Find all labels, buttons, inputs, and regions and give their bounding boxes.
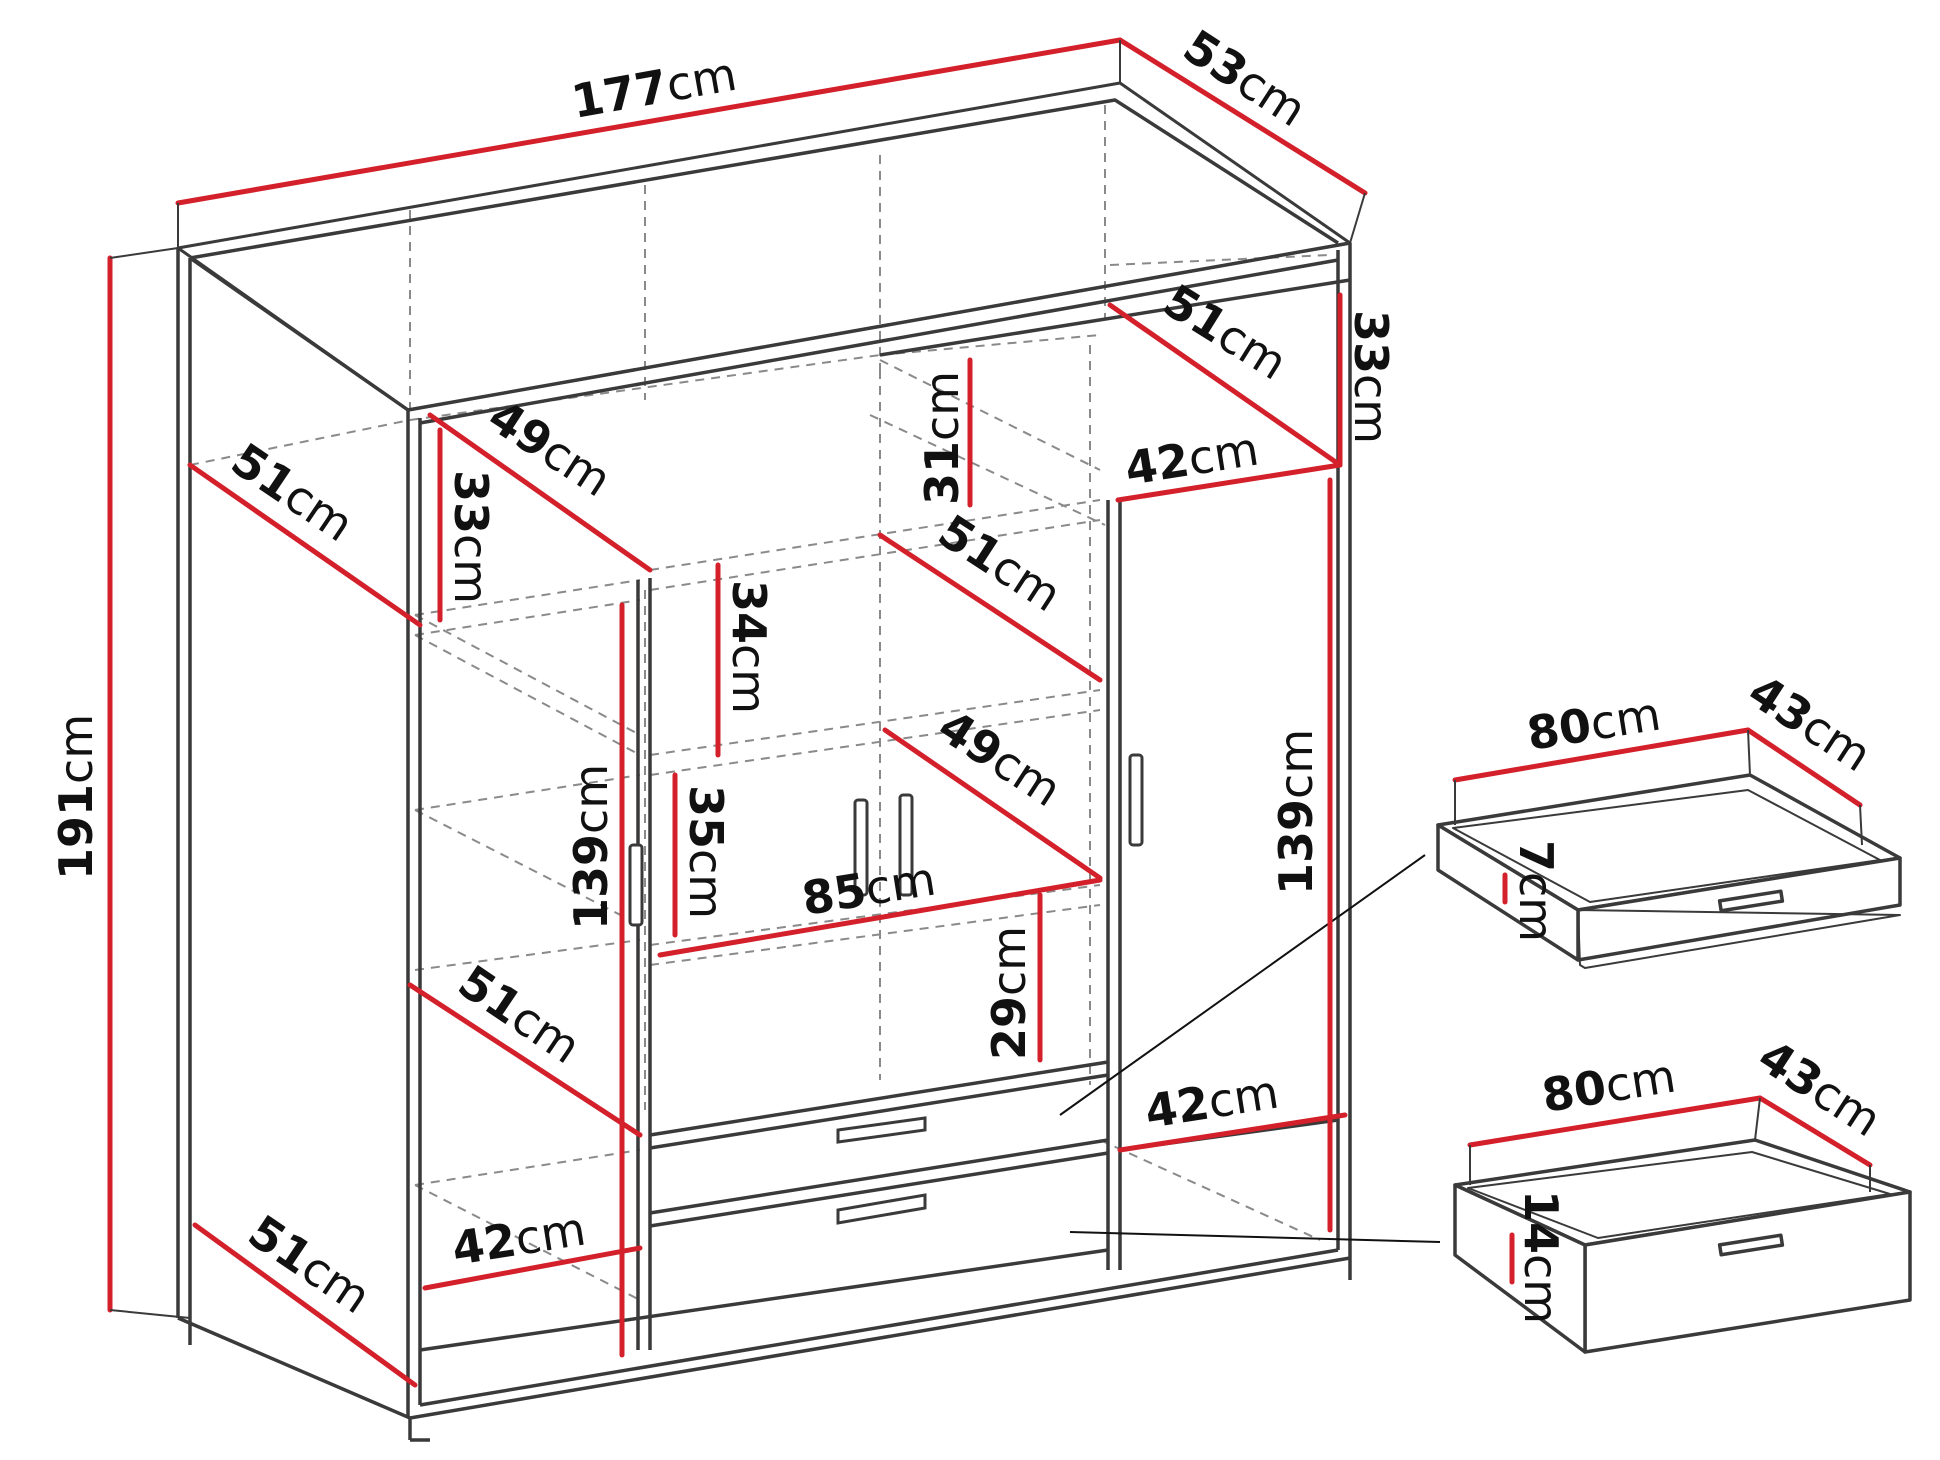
label-center-upper-height: 34cm — [722, 580, 776, 714]
label-right-bottom-width: 42cm — [1141, 1065, 1282, 1139]
label-overall-height: 191cm — [49, 714, 103, 880]
drawer-detail-bottom — [1453, 1138, 1912, 1354]
label-drawer2-height: 14cm — [1514, 1190, 1568, 1324]
dimension-extension-lines — [109, 40, 1871, 1319]
dimension-lines — [107, 37, 1873, 1388]
label-center-width: 85cm — [798, 852, 939, 926]
label-drawer1-depth: 43cm — [1739, 664, 1881, 782]
drawer-leader-lines — [1059, 854, 1441, 1243]
label-right-top-width: 42cm — [1121, 422, 1262, 496]
cabinet-handles — [628, 753, 1144, 1225]
label-left-mid-height: 139cm — [564, 764, 618, 930]
label-drawer2-width: 80cm — [1538, 1049, 1679, 1123]
interior-dashed-lines — [189, 105, 1331, 1301]
label-left-top-height: 33cm — [444, 470, 498, 604]
label-left-top-shelf-depth: 49cm — [479, 389, 621, 507]
label-right-height: 139cm — [1269, 729, 1323, 895]
label-left-bottom-width: 42cm — [448, 1202, 589, 1276]
wardrobe-outline — [176, 81, 1352, 1442]
label-drawer2-depth: 43cm — [1749, 1029, 1891, 1147]
label-drawer1-width: 80cm — [1523, 687, 1664, 761]
label-center-shelf-depth-upper: 51cm — [929, 504, 1071, 622]
label-drawer1-height: 7cm — [1509, 840, 1563, 942]
label-right-top-height: 33cm — [1344, 310, 1398, 444]
label-center-bottom-height: 29cm — [982, 926, 1036, 1060]
dimension-labels: 177cm 53cm 191cm 51cm 49cm 33cm 139cm 51… — [49, 19, 1891, 1324]
label-center-lower-height: 35cm — [679, 785, 733, 919]
label-center-top-compartment-height: 31cm — [915, 371, 969, 505]
drawer-detail-top — [1436, 773, 1902, 969]
label-overall-width: 177cm — [568, 47, 741, 129]
